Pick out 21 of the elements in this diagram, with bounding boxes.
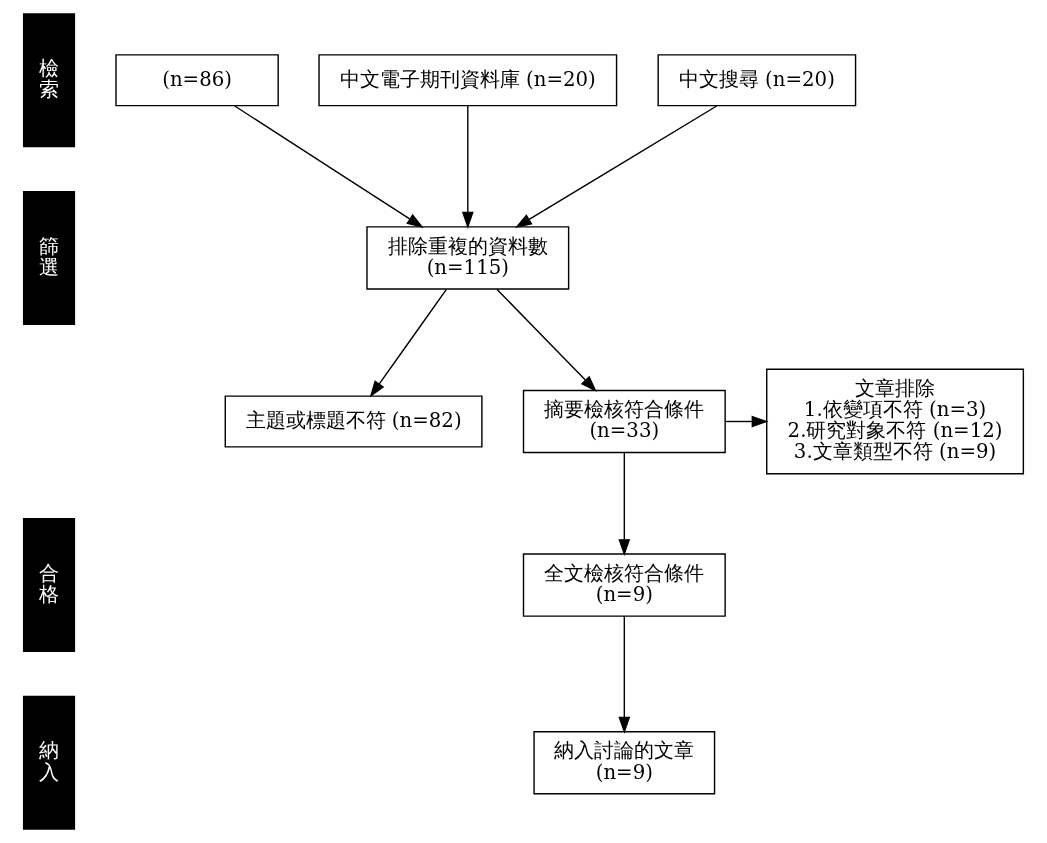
node-box: 排除重複的資料數 (n=115) <box>366 226 570 290</box>
node-box: 中文電子期刊資料庫 (n=20) <box>318 54 618 107</box>
node-box: 主題或標題不符 (n=82) <box>224 395 483 448</box>
arrow <box>234 105 424 229</box>
node-box: 合格 <box>22 518 76 653</box>
node-box: 檢索 <box>22 13 76 148</box>
node-box: (n=86) <box>115 54 279 107</box>
arrow <box>461 105 474 229</box>
node-box: 納入 <box>22 695 76 830</box>
node-box: 全文檢核符合條件 (n=9) <box>522 553 726 617</box>
arrow <box>724 415 769 428</box>
arrow <box>369 288 448 398</box>
node-box: 文章排除 1.依變項不符 (n=3) 2.研究對象不符 (n=12) 3.文章類型不符 (n=9) <box>766 368 1025 475</box>
arrow <box>515 105 718 228</box>
arrow <box>496 288 597 392</box>
arrow <box>618 615 631 734</box>
node-box: 納入討論的文章 (n=9) <box>533 731 716 795</box>
arrow <box>618 452 631 557</box>
node-box: 篩選 <box>22 190 76 325</box>
node-box: 摘要檢核符合條件 (n=33) <box>522 389 726 454</box>
node-box: 中文搜尋 (n=20) <box>657 54 857 107</box>
